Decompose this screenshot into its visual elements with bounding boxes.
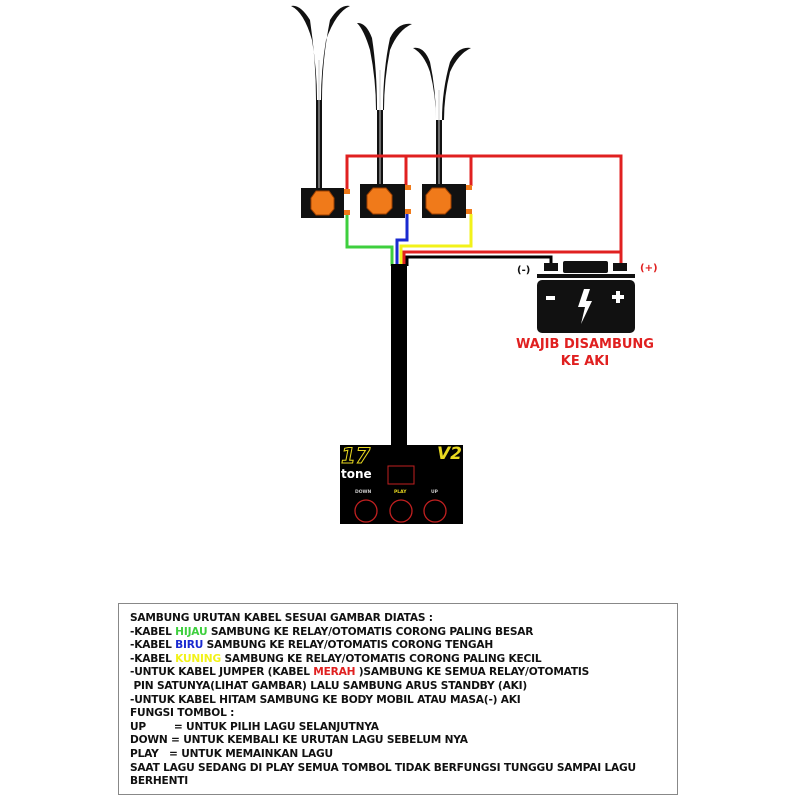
color-word-green: HIJAU — [175, 625, 208, 638]
text: SAMBUNG KE RELAY/OTOMATIS CORONG PALING … — [207, 625, 534, 638]
blue-wire — [395, 214, 409, 266]
instruction-line: DOWN = UNTUK KEMBALI KE URUTAN LAGU SEBE… — [130, 734, 468, 747]
instruction-line: PLAY = UNTUK MEMAINKAN LAGU — [130, 747, 333, 760]
instructions-box: SAMBUNG URUTAN KABEL SESUAI GAMBAR DIATA… — [118, 603, 678, 795]
battery-warning: WAJIB DISAMBUNG KE AKI — [495, 336, 675, 370]
battery-negative-label: (-) — [517, 265, 531, 276]
text: -UNTUK KABEL JUMPER (KABEL — [130, 666, 314, 679]
color-word-red: MERAH — [313, 666, 356, 679]
color-word-blue: BIRU — [175, 639, 204, 652]
green-wire — [345, 214, 394, 266]
color-word-yellow: KUNING — [175, 652, 221, 665]
instruction-line: UP = UNTUK PILIH LAGU SELANJUTNYA — [130, 720, 379, 733]
warning-line-1: WAJIB DISAMBUNG — [516, 337, 654, 352]
text: SAMBUNG KE RELAY/OTOMATIS CORONG PALING … — [220, 652, 542, 665]
down-label: DOWN — [355, 490, 372, 495]
instruction-line: -UNTUK KABEL HITAM SAMBUNG KE BODY MOBIL… — [130, 693, 521, 706]
main-cable — [391, 264, 407, 448]
battery-positive-label: (+) — [640, 263, 658, 274]
warning-line-2: KE AKI — [560, 354, 610, 369]
horn-small — [413, 47, 471, 185]
text: -KABEL — [130, 625, 176, 638]
instruction-line: FUNGSI TOMBOL : — [130, 707, 235, 720]
instruction-line: SAAT LAGU SEDANG DI PLAY SEMUA TOMBOL TI… — [130, 761, 636, 774]
instruction-yellow: -KABEL KUNING SAMBUNG KE RELAY/OTOMATIS … — [130, 653, 677, 667]
text: SAMBUNG KE RELAY/OTOMATIS CORONG TENGAH — [203, 639, 494, 652]
red-standby-wire — [402, 250, 621, 265]
yellow-wire — [399, 214, 473, 266]
black-ground-wire — [405, 255, 553, 266]
version-label: V2 — [437, 444, 462, 464]
up-button[interactable] — [423, 499, 447, 523]
relay-small — [422, 184, 472, 218]
logo-word: tone — [341, 467, 372, 481]
instruction-line: BERHENTI — [130, 775, 189, 788]
horn-medium — [357, 22, 412, 184]
controller-unit — [340, 445, 463, 524]
down-button[interactable] — [354, 499, 378, 523]
text: )SAMBUNG KE SEMUA RELAY/OTOMATIS — [355, 666, 590, 679]
relay-medium — [360, 184, 411, 218]
text: -KABEL — [130, 652, 176, 665]
text: -KABEL — [130, 639, 176, 652]
instruction-line: PIN SATUNYA(LIHAT GAMBAR) LALU SAMBUNG A… — [130, 679, 527, 692]
instructions-title: SAMBUNG URUTAN KABEL SESUAI GAMBAR DIATA… — [130, 612, 433, 624]
relay-large — [301, 188, 350, 218]
instruction-green: -KABEL HIJAU SAMBUNG KE RELAY/OTOMATIS C… — [130, 626, 677, 640]
instruction-red: -UNTUK KABEL JUMPER (KABEL MERAH )SAMBUN… — [130, 666, 677, 680]
instruction-blue: -KABEL BIRU SAMBUNG KE RELAY/OTOMATIS CO… — [130, 639, 677, 653]
play-label: PLAY — [394, 490, 407, 495]
play-button[interactable] — [389, 499, 413, 523]
logo-number: 17 — [340, 444, 371, 469]
horn-large — [291, 5, 350, 189]
up-label: UP — [431, 490, 438, 495]
battery-icon — [537, 261, 635, 333]
red-jumper-wire — [345, 154, 623, 265]
display-screen — [387, 465, 415, 485]
